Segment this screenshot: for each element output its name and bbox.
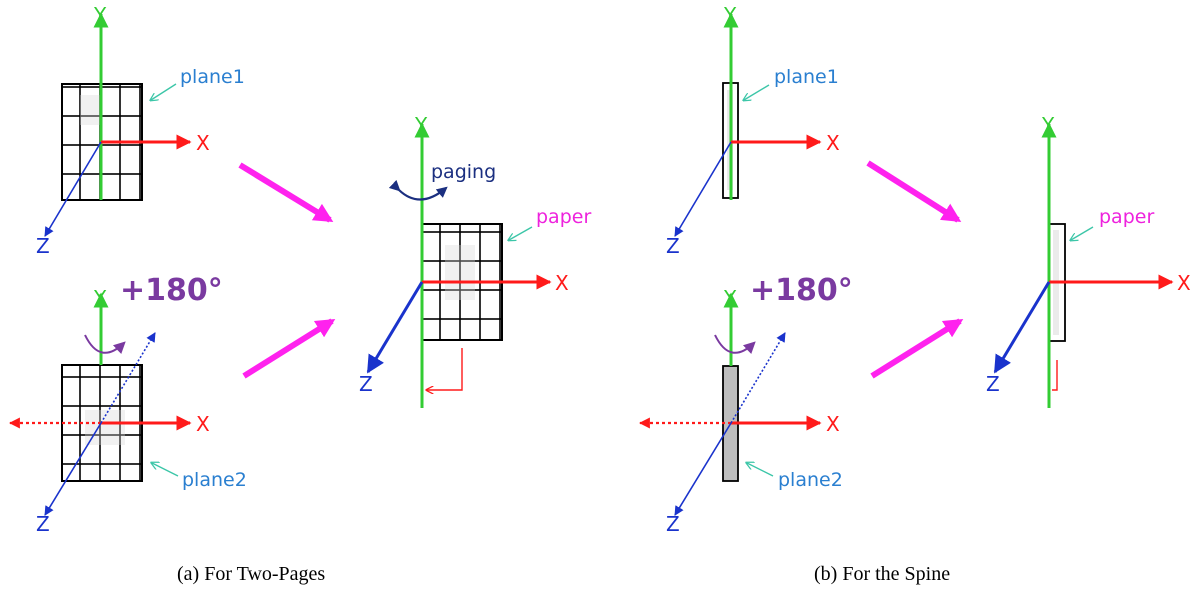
- y-label-b2: Y: [723, 286, 737, 310]
- z-label-b1: Z: [666, 234, 680, 258]
- paper-leader-b: [1071, 226, 1094, 240]
- magenta-arrow-icon: [238, 162, 334, 223]
- z-label-a2: Z: [36, 512, 50, 536]
- z-axis-b3: [993, 281, 1051, 374]
- rotation-arrow-a: [84, 334, 126, 354]
- paper-leader-a: [509, 226, 533, 240]
- z-axis-a2: [44, 422, 102, 516]
- offset-marker-b: [1052, 360, 1058, 391]
- paging-label: paging: [431, 161, 496, 183]
- z-label-a1: Z: [36, 234, 50, 258]
- plane2-label-a: plane2: [182, 469, 247, 491]
- x-label-b1: X: [826, 131, 840, 155]
- x-label-a2: X: [196, 412, 210, 436]
- plane2-leader-a: [152, 463, 179, 477]
- rotation-arrow-b: [714, 334, 756, 354]
- plane1-label-a: plane1: [180, 66, 245, 88]
- y-label-b3: Y: [1041, 113, 1055, 137]
- neg-z-axis-b2: [730, 332, 786, 424]
- z-axis-a3: [366, 281, 424, 374]
- z-axis-b2: [674, 422, 732, 516]
- plane1-b-group: Y X Z plane1: [666, 3, 840, 258]
- panel-b: Y X Z plane1 Y X Z +180° plane2: [638, 3, 1191, 585]
- plane1-leader-a: [151, 83, 177, 100]
- x-label-b3: X: [1177, 271, 1191, 295]
- y-label-a2: Y: [93, 286, 107, 310]
- y-label-a3: Y: [414, 113, 428, 137]
- plane1-leader-b: [744, 84, 770, 100]
- x-label-a3: X: [555, 271, 569, 295]
- y-label-b1: Y: [723, 3, 737, 27]
- paper-b-group: Y X Z paper: [986, 113, 1191, 408]
- rotation-label-a: +180°: [120, 273, 223, 308]
- plane2-leader-b: [747, 463, 774, 477]
- z-label-b3: Z: [986, 372, 1000, 396]
- paper-label-a: paper: [536, 206, 591, 228]
- paper-label-b: paper: [1099, 206, 1154, 228]
- plane2-label-b: plane2: [778, 469, 843, 491]
- panel-a: Y X Z plane1 Y X Z +180° plane2: [8, 3, 591, 585]
- paper-a-group: Y X Z paging paper: [359, 113, 591, 408]
- z-label-b2: Z: [666, 512, 680, 536]
- magenta-arrow-icon: [866, 160, 962, 223]
- plane1-a-group: Y X Z plane1: [36, 3, 245, 258]
- z-label-a3: Z: [359, 372, 373, 396]
- x-label-a1: X: [196, 131, 210, 155]
- magenta-arrow-icon: [242, 318, 336, 379]
- z-axis-a1: [44, 141, 102, 237]
- caption-a: (a) For Two-Pages: [177, 563, 325, 585]
- plane2-b-group: Y X Z +180° plane2: [638, 273, 853, 536]
- z-axis-b1: [674, 141, 732, 237]
- offset-marker-a: [427, 348, 463, 390]
- magenta-arrow-icon: [870, 318, 964, 379]
- plane2-a-group: Y X Z +180° plane2: [8, 273, 247, 536]
- plane1-label-b: plane1: [774, 66, 839, 88]
- rotation-label-b: +180°: [750, 273, 853, 308]
- y-label-a1: Y: [93, 3, 107, 27]
- neg-z-axis-a2: [100, 332, 156, 424]
- paging-arrow-icon: [388, 179, 448, 201]
- x-label-b2: X: [826, 412, 840, 436]
- caption-b: (b) For the Spine: [814, 563, 950, 585]
